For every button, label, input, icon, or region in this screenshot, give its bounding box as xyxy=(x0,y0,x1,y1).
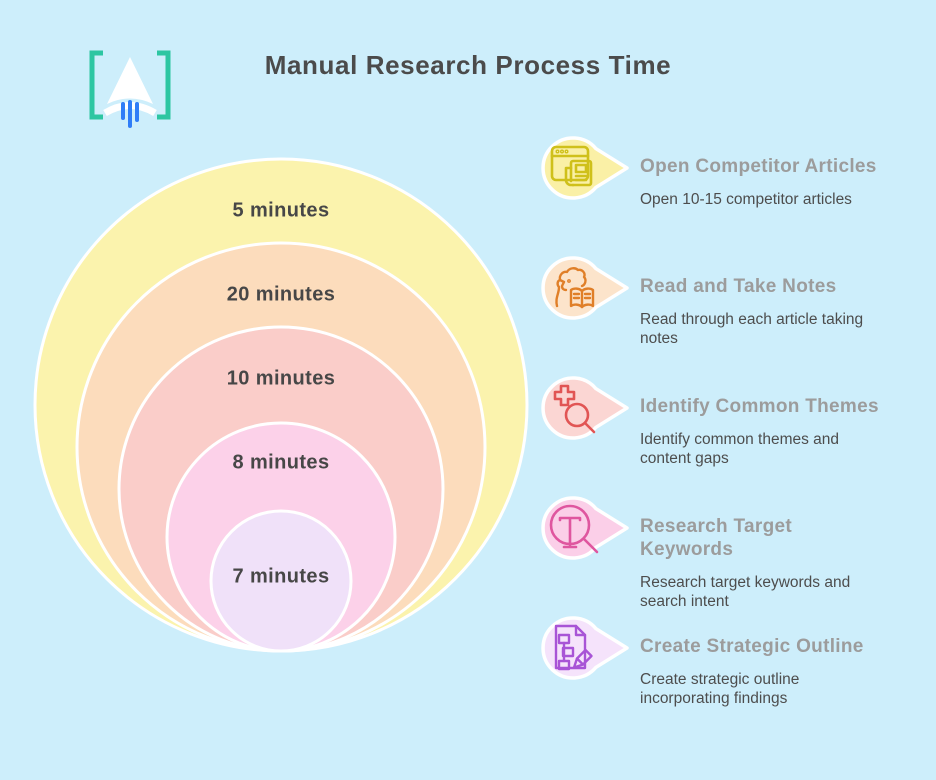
legend-item-description: Identify common themes and content gaps xyxy=(640,431,840,467)
ring-label: 20 minutes xyxy=(226,283,336,306)
logo-brackets xyxy=(89,50,171,120)
legend-item-identify-common-themes: Identify Common Themes Identify common t… xyxy=(540,374,902,468)
ring-label: 10 minutes xyxy=(226,367,336,390)
legend-item-title: Read and Take Notes xyxy=(640,276,837,297)
text-magnifier-icon xyxy=(549,504,599,554)
rocket-a-logo xyxy=(84,44,176,135)
legend-item-title: Create Strategic Outline xyxy=(640,636,864,657)
legend-badge xyxy=(541,376,629,440)
legend-item-description: Read through each article taking notes xyxy=(640,311,864,347)
legend-item-description: Open 10-15 competitor articles xyxy=(640,191,852,208)
browser-article-icon xyxy=(550,145,593,187)
legend-badge xyxy=(541,616,629,680)
legend-item-title: Research Target Keywords xyxy=(640,516,792,560)
legend-badge xyxy=(541,136,629,200)
badge-bubble xyxy=(541,496,629,560)
rocket-a-logo-graphic xyxy=(89,50,171,128)
legend-item-description: Research target keywords and search inte… xyxy=(640,574,851,610)
plus-magnifier-icon xyxy=(553,384,596,434)
legend-item-text: Identify Common Themes Identify common t… xyxy=(640,374,902,468)
ring-label: 5 minutes xyxy=(232,199,330,222)
legend-badge xyxy=(541,256,629,320)
legend-item-text: Create Strategic Outline Create strategi… xyxy=(640,614,902,708)
legend-item-text: Open Competitor Articles Open 10-15 comp… xyxy=(640,134,902,209)
nested-circles-chart xyxy=(33,157,529,653)
ring-label: 8 minutes xyxy=(232,451,330,474)
legend-item-research-target-keywords: Research Target Keywords Research target… xyxy=(540,494,902,611)
ring-label: 7 minutes xyxy=(232,565,330,588)
logo-thrust-lines xyxy=(121,100,139,128)
document-pencil-icon xyxy=(554,624,593,671)
legend-item-text: Research Target Keywords Research target… xyxy=(640,494,902,611)
legend-item-title: Identify Common Themes xyxy=(640,396,879,417)
person-reading-icon xyxy=(555,267,595,309)
legend-item-open-competitor-articles: Open Competitor Articles Open 10-15 comp… xyxy=(540,134,902,209)
legend-item-description: Create strategic outline incorporating f… xyxy=(640,671,800,707)
page-title: Manual Research Process Time xyxy=(264,50,672,80)
legend-badge xyxy=(541,496,629,560)
ring-7-minutes xyxy=(209,509,353,653)
legend-item-create-strategic-outline: Create Strategic Outline Create strategi… xyxy=(540,614,902,708)
legend-item-read-and-take-notes: Read and Take Notes Read through each ar… xyxy=(540,254,902,348)
legend-item-title: Open Competitor Articles xyxy=(640,156,877,177)
legend-item-text: Read and Take Notes Read through each ar… xyxy=(640,254,902,348)
